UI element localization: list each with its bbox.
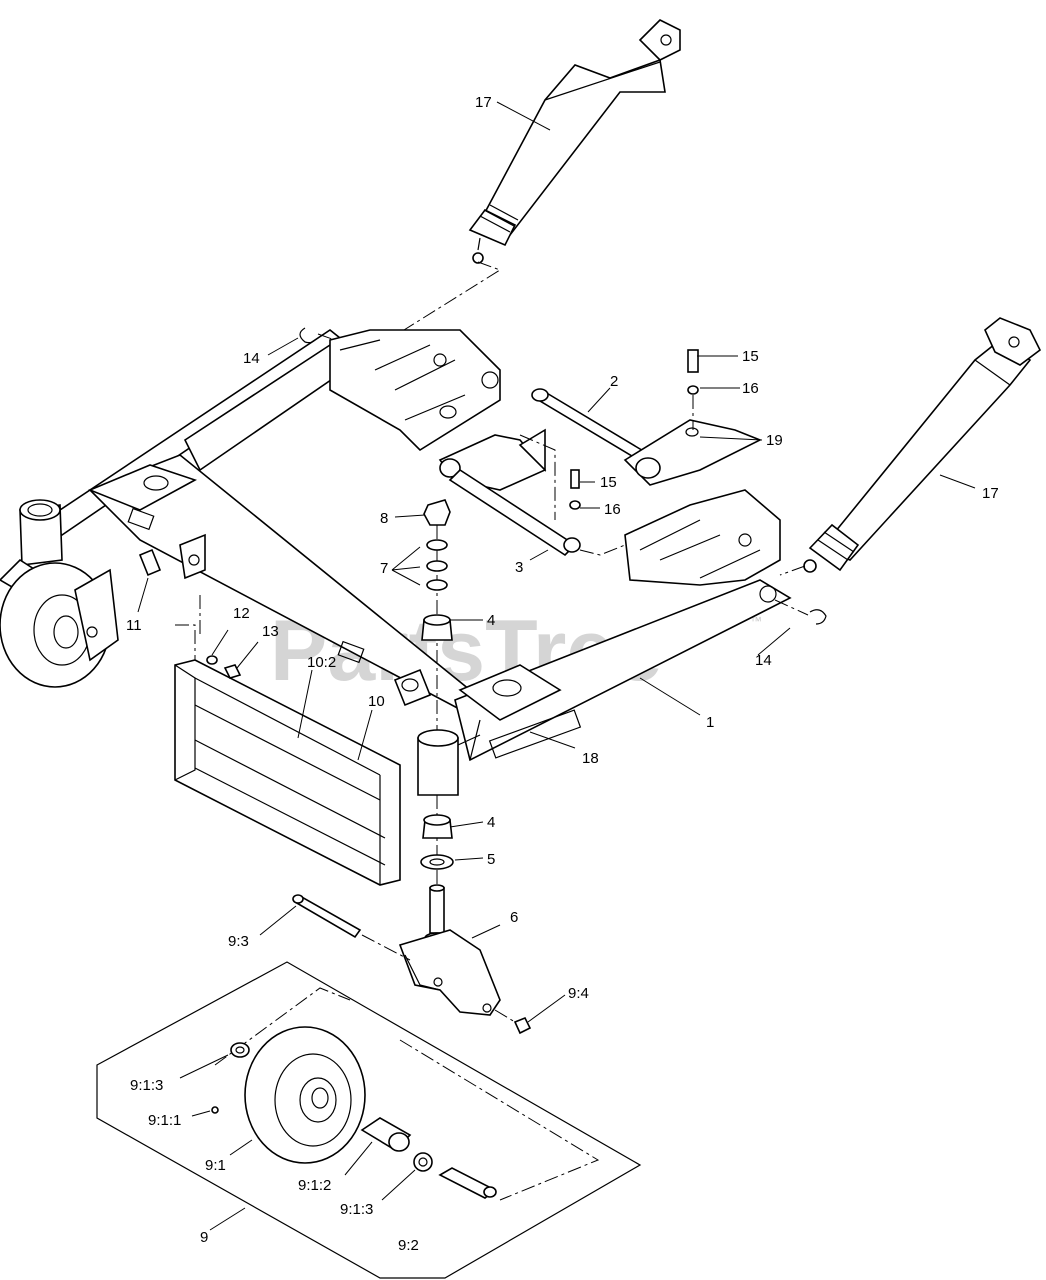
callout-9-3: 9:3 (228, 933, 249, 950)
callout-9: 9 (200, 1229, 208, 1246)
phantom-clip-right (774, 599, 809, 616)
callout-1: 1 (706, 714, 714, 731)
callout-4-top: 4 (487, 612, 495, 629)
callout-15-top: 15 (742, 348, 759, 365)
callout-9-1-2: 9:1:2 (298, 1177, 331, 1194)
caster-fork (398, 884, 501, 1016)
phantom-line-cylinder-right (779, 565, 806, 576)
callout-19: 19 (766, 432, 783, 449)
callout-9-1-3-bottom: 9:1:3 (340, 1201, 373, 1218)
callout-2: 2 (610, 373, 618, 390)
main-frame (43, 329, 792, 762)
clip-left (299, 327, 316, 344)
callout-3: 3 (515, 559, 523, 576)
callout-9-2: 9:2 (398, 1237, 419, 1254)
callout-10: 10 (368, 693, 385, 710)
callout-9-4: 9:4 (568, 985, 589, 1002)
deflector-plate (174, 595, 401, 886)
callout-16-mid: 16 (604, 501, 621, 518)
caster-spindle-stack (417, 499, 481, 898)
phantom-wheel-right (399, 1039, 600, 1201)
wheel-assembly-outline (96, 961, 642, 1279)
callout-17-top: 17 (475, 94, 492, 111)
callout-9-1-1: 9:1:1 (148, 1112, 181, 1129)
callout-16-top: 16 (742, 380, 759, 397)
pivot-shaft-assembly (531, 349, 762, 486)
callout-18: 18 (582, 750, 599, 767)
callout-6: 6 (510, 909, 518, 926)
wheel-hardware (360, 1117, 497, 1199)
callout-8: 8 (380, 510, 388, 527)
callout-12: 12 (233, 605, 250, 622)
callout-9-1: 9:1 (205, 1157, 226, 1174)
cylinder-right (803, 317, 1042, 573)
phantom-line-cylinder-top (379, 261, 502, 346)
callout-13: 13 (262, 623, 279, 640)
clip-right (809, 609, 827, 625)
callout-10-2: 10:2 (307, 654, 336, 671)
callout-14-right: 14 (755, 652, 772, 669)
left-caster-wheel (0, 499, 119, 688)
callout-labels: 17 17 14 14 15 16 19 2 15 16 3 8 7 4 4 5… (126, 94, 999, 1254)
callout-4-bottom: 4 (487, 814, 495, 831)
caster-wheel (211, 1026, 366, 1164)
callout-14-left: 14 (243, 350, 260, 367)
callout-7: 7 (380, 560, 388, 577)
pivot-bracket (438, 428, 626, 557)
phantom-clip-left (317, 333, 336, 341)
phantom-wheel-top (214, 987, 351, 1066)
axle-bolt-and-nut (292, 894, 532, 1035)
cylinder-top (468, 19, 681, 264)
callout-17-right: 17 (982, 485, 999, 502)
callout-11: 11 (126, 617, 142, 634)
leader-lines (137, 101, 976, 1231)
callout-5: 5 (487, 851, 495, 868)
callout-9-1-3-left: 9:1:3 (130, 1077, 163, 1094)
callout-15-mid: 15 (600, 474, 617, 491)
